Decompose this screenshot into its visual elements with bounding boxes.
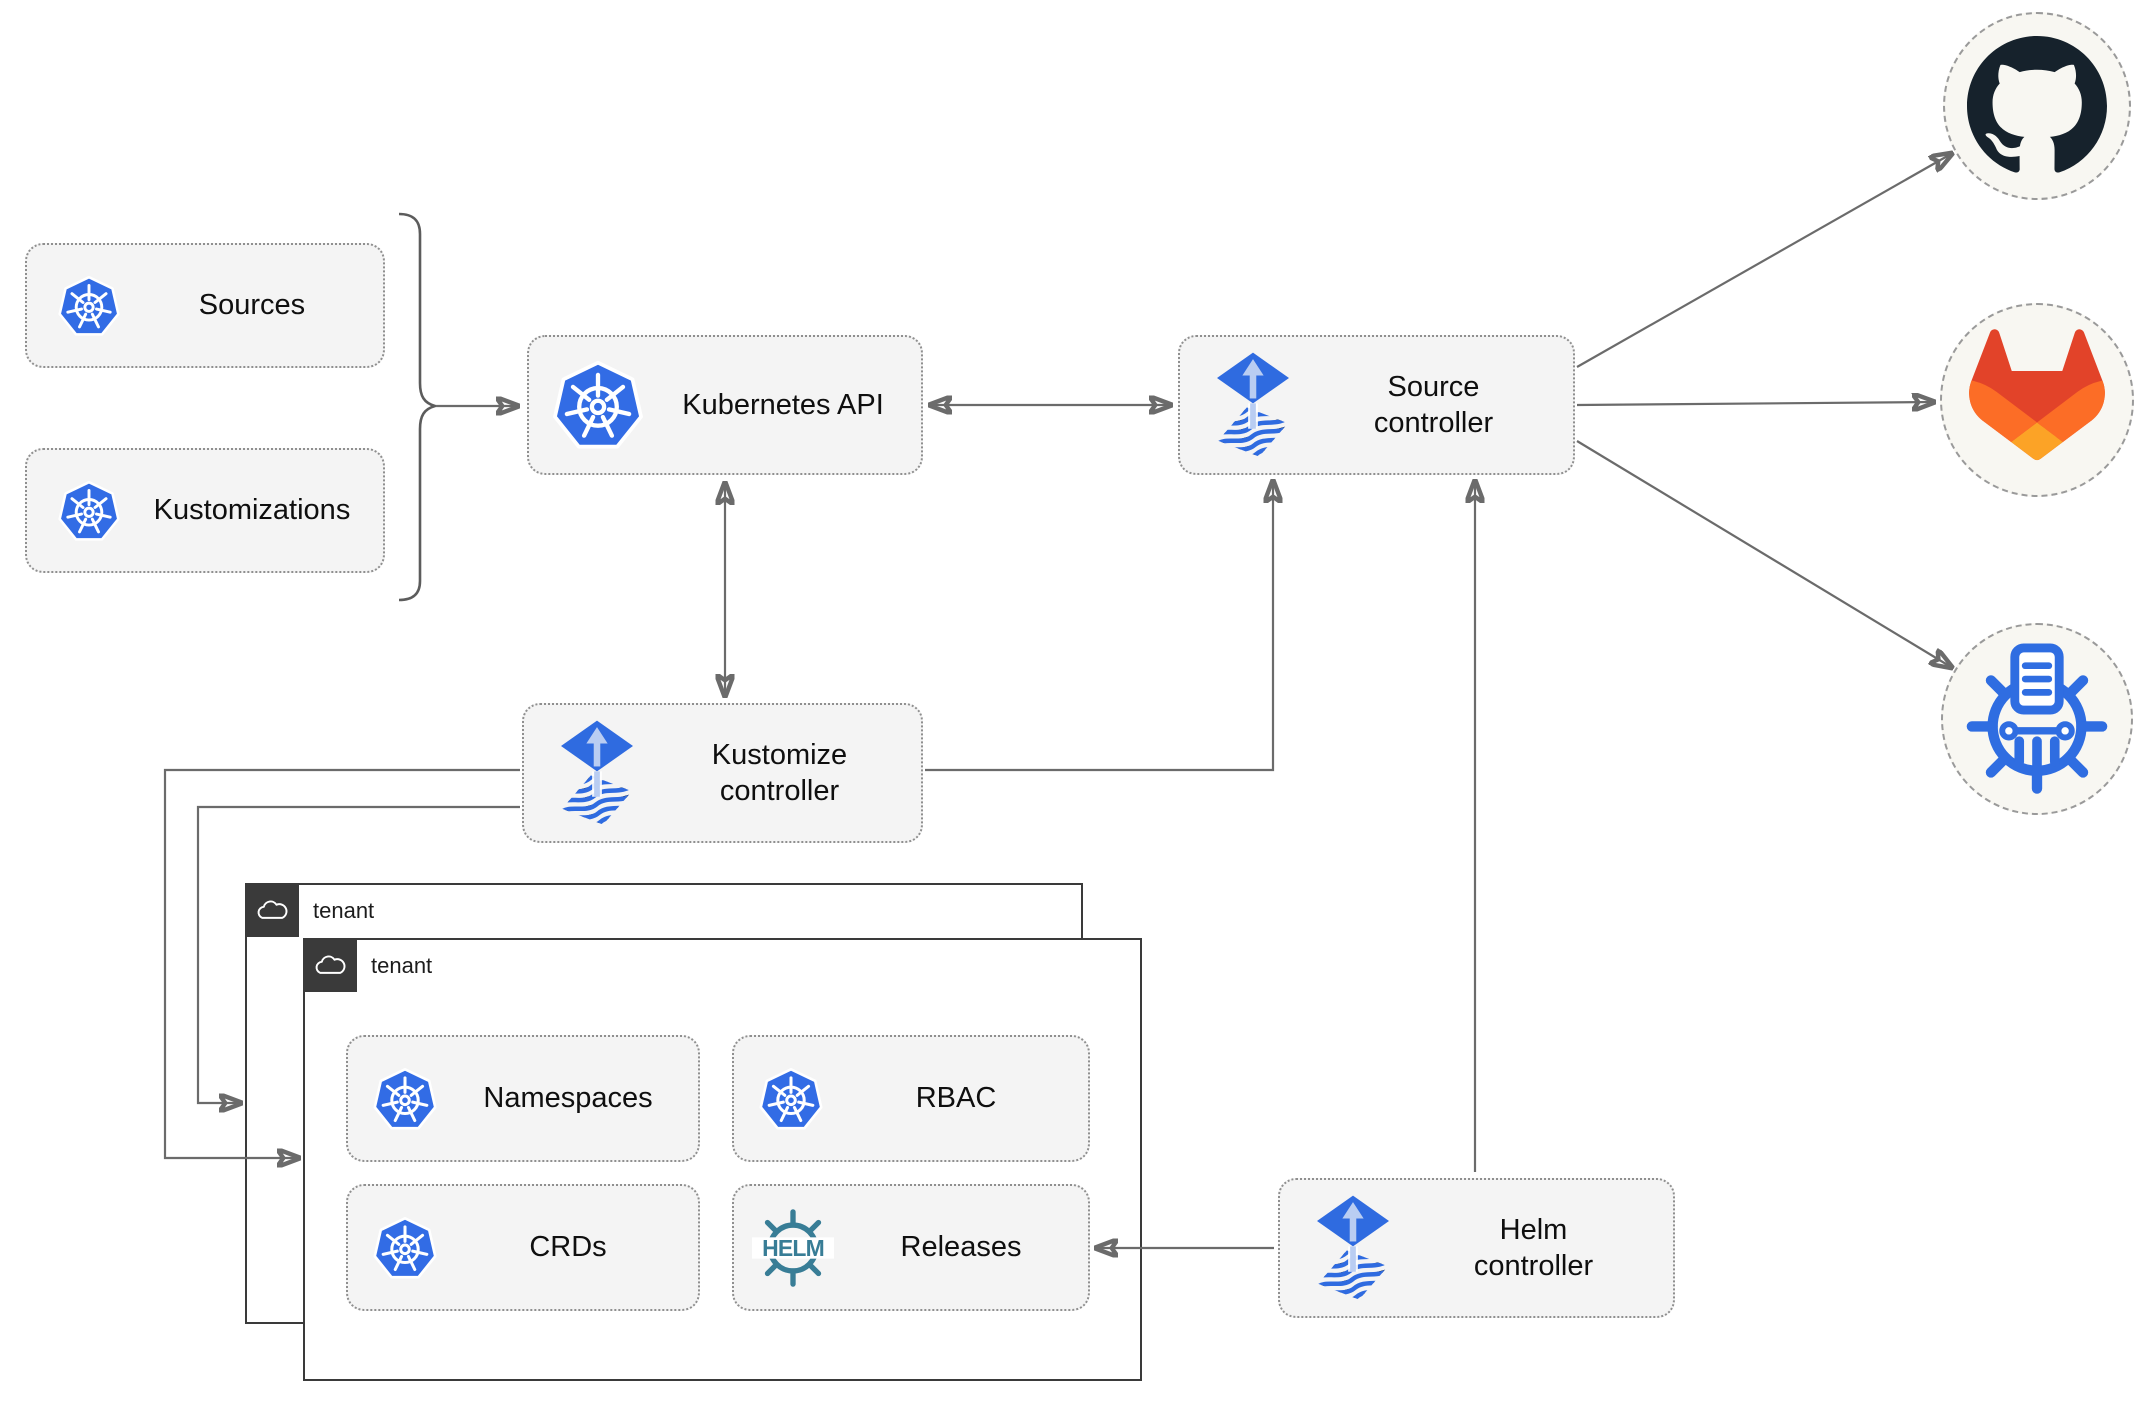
edge-kustomize-to-source (925, 482, 1273, 772)
helm-controller-line2: controller (1473, 1250, 1594, 1282)
github-endpoint (1943, 12, 2131, 200)
chartmuseum-icon (1963, 642, 2111, 796)
flux-icon (1212, 351, 1294, 459)
flux-icon (1312, 1194, 1394, 1302)
tenant-front-label: tenant (371, 953, 433, 978)
helm-icon (752, 1207, 834, 1289)
source-controller-label: Source controller (1294, 369, 1573, 442)
gitlab-endpoint (1940, 303, 2134, 497)
releases-label: Releases (900, 1231, 1022, 1264)
crds-label: CRDs (529, 1231, 607, 1264)
flux-icon (556, 719, 638, 827)
edge-source-to-github (1576, 154, 1951, 368)
kubernetes-api-label: Kubernetes API (682, 388, 884, 421)
sources-label: Sources (198, 289, 306, 322)
github-icon (1967, 36, 2107, 176)
node-rbac: RBAC (732, 1035, 1090, 1162)
tenant-front-header-tab (303, 938, 357, 992)
tenant-back-header-tab (245, 883, 299, 937)
brace-sources-kustomizations (398, 212, 440, 602)
node-kustomizations: Kustomizations (25, 448, 385, 573)
helm-controller-line1: Helm (1499, 1213, 1568, 1246)
namespaces-label: Namespaces (483, 1082, 653, 1115)
kustomize-controller-line1: Kustomize (711, 738, 848, 771)
chart-repository-endpoint (1941, 623, 2133, 815)
kubernetes-icon (57, 479, 121, 543)
kubernetes-icon (57, 274, 121, 338)
node-source-controller: Source controller (1178, 335, 1575, 475)
node-releases: Releases (732, 1184, 1090, 1311)
node-namespaces: Namespaces (346, 1035, 700, 1162)
kubernetes-icon (372, 1066, 438, 1132)
helm-controller-label: Helm controller (1394, 1212, 1673, 1285)
node-sources: Sources (25, 243, 385, 368)
cloud-icon (254, 898, 290, 923)
tenant-back-label: tenant (313, 898, 375, 923)
kubernetes-icon (758, 1066, 824, 1132)
edge-source-to-gitlab (1576, 402, 1933, 405)
kustomizations-label: Kustomizations (153, 494, 351, 527)
kubernetes-icon (372, 1215, 438, 1281)
source-controller-line1: Source (1387, 370, 1480, 403)
node-kubernetes-api: Kubernetes API (527, 335, 923, 475)
node-crds: CRDs (346, 1184, 700, 1311)
cloud-icon (312, 953, 348, 978)
kustomize-controller-line2: controller (719, 775, 840, 807)
rbac-label: RBAC (915, 1082, 997, 1115)
kustomize-controller-label: Kustomize controller (638, 737, 921, 810)
source-controller-line2: controller (1373, 407, 1494, 439)
edge-source-to-chart-repository (1576, 440, 1951, 667)
node-helm-controller: Helm controller (1278, 1178, 1675, 1318)
kubernetes-icon (551, 358, 645, 452)
node-kustomize-controller: Kustomize controller (522, 703, 923, 843)
gitlab-icon (1961, 324, 2113, 476)
